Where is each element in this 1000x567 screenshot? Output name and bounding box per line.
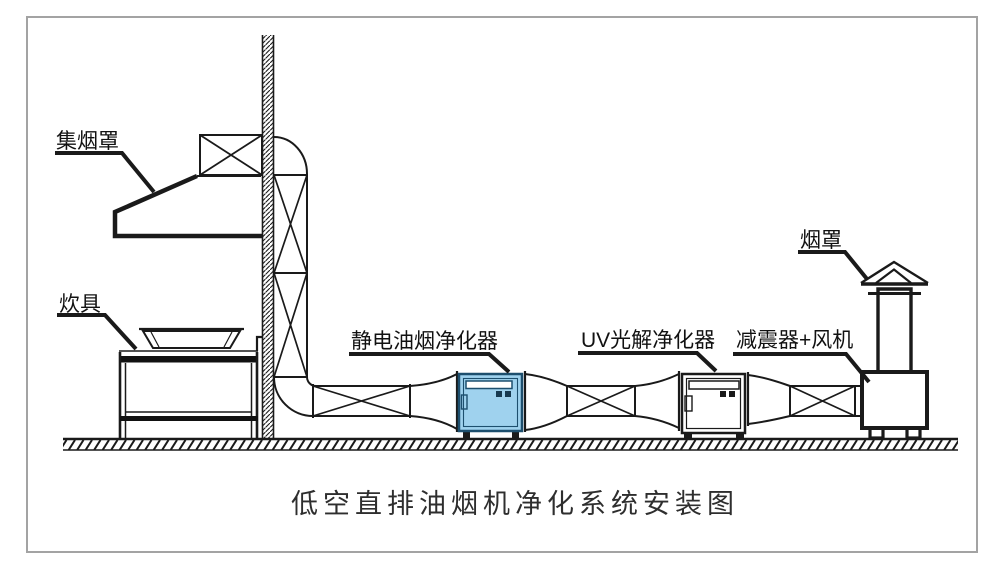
- label-uv-purifier: UV光解净化器: [578, 329, 718, 373]
- label-cooker: 炊具: [57, 293, 138, 351]
- vertical-duct: [273, 136, 317, 417]
- label-smoke-cap: 烟罩: [798, 229, 869, 281]
- label-electrostatic-purifier-leader: [349, 352, 511, 374]
- fan-unit: [860, 370, 929, 440]
- esp-switch: [496, 391, 502, 397]
- label-uv-purifier-leader: [578, 351, 718, 373]
- frame-border: [26, 16, 978, 553]
- fan-body: [860, 370, 929, 430]
- duct-run-1: [312, 373, 458, 430]
- electrostatic-purifier-unit: [455, 371, 527, 438]
- label-electrostatic-purifier: 静电油烟净化器: [349, 330, 511, 374]
- duct-elbow-bottom: [273, 376, 314, 417]
- uv-leg: [684, 433, 692, 440]
- label-smoke-cap-leader: [798, 250, 869, 281]
- label-electrostatic-purifier-text: 静电油烟净化器: [351, 330, 498, 353]
- wok: [139, 327, 244, 349]
- label-cooker-leader: [57, 313, 138, 351]
- uv-switch: [720, 391, 726, 397]
- cooker-wall-step: [255, 335, 263, 351]
- uv-hinge: [684, 395, 693, 412]
- kitchen-wall: [261, 35, 275, 439]
- cooker: [118, 327, 263, 438]
- chimney-pipe: [876, 287, 913, 372]
- uv-body: [680, 372, 747, 435]
- esp-vent-slot: [465, 380, 513, 390]
- chimney-cap: [860, 260, 929, 286]
- duct-run-3: [747, 374, 862, 425]
- label-collector-hood-leader: [55, 151, 156, 194]
- label-collector-hood: 集烟罩: [55, 130, 156, 194]
- esp-leg: [512, 430, 519, 438]
- duct-elbow-top: [273, 136, 308, 175]
- uv-vent-slot: [688, 380, 740, 390]
- uv-purifier-unit: [677, 371, 750, 440]
- label-damper-fan-text: 减震器+风机: [736, 329, 853, 352]
- uv-switch: [729, 391, 735, 397]
- label-smoke-cap-text: 烟罩: [800, 229, 842, 252]
- chimney: [860, 260, 929, 372]
- diagram-title: 低空直排油烟机净化系统安装图: [291, 489, 739, 519]
- label-damper-fan-leader: [733, 352, 871, 384]
- uv-leg: [736, 433, 744, 440]
- label-uv-purifier-text: UV光解净化器: [581, 329, 715, 352]
- label-collector-hood-text: 集烟罩: [56, 130, 119, 153]
- esp-leg: [463, 430, 470, 438]
- label-cooker-text: 炊具: [59, 293, 101, 316]
- duct-run-2: [524, 373, 680, 431]
- label-damper-fan: 减震器+风机: [733, 329, 871, 384]
- esp-hinge: [460, 394, 468, 410]
- esp-switch: [505, 391, 511, 397]
- ground: [63, 437, 958, 451]
